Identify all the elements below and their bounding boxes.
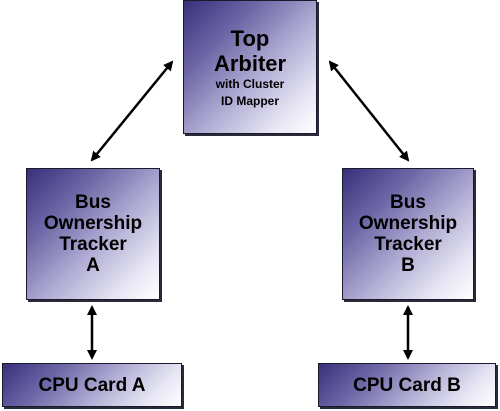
tracker-b-line2: Ownership	[358, 213, 458, 234]
arrow-arbiter-to-tracker-a	[90, 60, 174, 162]
cpu-card-a-label: CPU Card A	[38, 374, 146, 396]
bus-ownership-tracker-a-box: Bus Ownership Tracker A	[26, 168, 160, 300]
bus-ownership-tracker-b-box: Bus Ownership Tracker B	[342, 168, 474, 300]
tracker-a-line3: Tracker	[59, 234, 127, 255]
cpu-card-b-label: CPU Card B	[353, 374, 461, 396]
top-arbiter-title-line1: Top	[230, 26, 270, 51]
top-arbiter-box: Top Arbiter with Cluster ID Mapper	[183, 0, 317, 134]
cpu-card-a-box: CPU Card A	[2, 363, 182, 407]
tracker-b-line4: B	[401, 255, 415, 276]
top-arbiter-subtitle-line1: with Cluster	[215, 77, 285, 91]
tracker-a-line4: A	[86, 255, 100, 276]
tracker-a-line2: Ownership	[43, 213, 143, 234]
tracker-b-line3: Tracker	[374, 234, 442, 255]
arrow-arbiter-to-tracker-b	[328, 60, 410, 162]
top-arbiter-title-line2: Arbiter	[213, 51, 287, 76]
tracker-b-line1: Bus	[390, 192, 426, 213]
cpu-card-b-box: CPU Card B	[318, 363, 496, 407]
tracker-a-line1: Bus	[75, 192, 111, 213]
top-arbiter-subtitle-line2: ID Mapper	[220, 94, 279, 108]
